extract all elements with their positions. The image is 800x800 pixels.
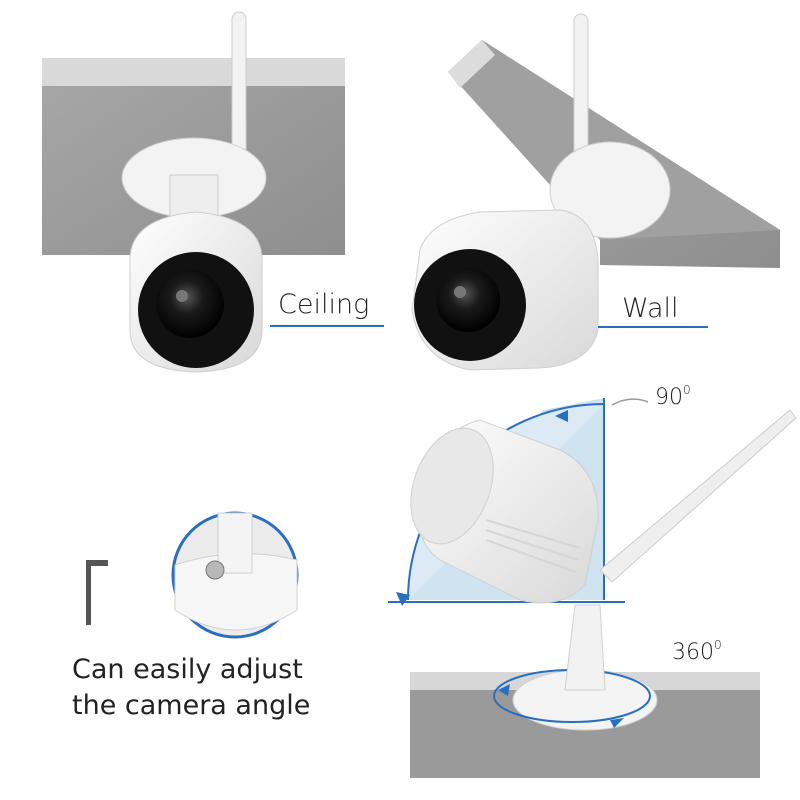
ceiling-label: Ceiling (278, 289, 370, 320)
wall-underline (598, 326, 708, 328)
vertical-angle-value: 90 (655, 385, 683, 410)
mount-arm (564, 604, 606, 691)
caption: Can easily adjust the camera angle (72, 652, 310, 724)
vertical-angle-degree: 0 (683, 383, 691, 397)
lens (156, 270, 224, 338)
wall-label: Wall (622, 293, 679, 324)
rotation-angle-label: 3600 (672, 638, 722, 665)
caption-line-1: Can easily adjust (72, 654, 303, 685)
ceiling-underline (270, 325, 384, 327)
mount-base (549, 141, 671, 239)
hex-key-tool (86, 560, 108, 625)
screw-detail-zoom (171, 511, 299, 639)
vertical-angle-label: 900 (655, 383, 691, 410)
antenna (599, 409, 797, 583)
caption-line-2: the camera angle (72, 690, 311, 721)
adjustable-camera (388, 398, 797, 778)
rotation-angle-degree: 0 (714, 638, 722, 652)
ceiling-mount-camera (42, 11, 345, 373)
rotation-angle-value: 360 (672, 640, 714, 665)
lens (436, 268, 500, 332)
wall-mount-camera (411, 13, 780, 371)
